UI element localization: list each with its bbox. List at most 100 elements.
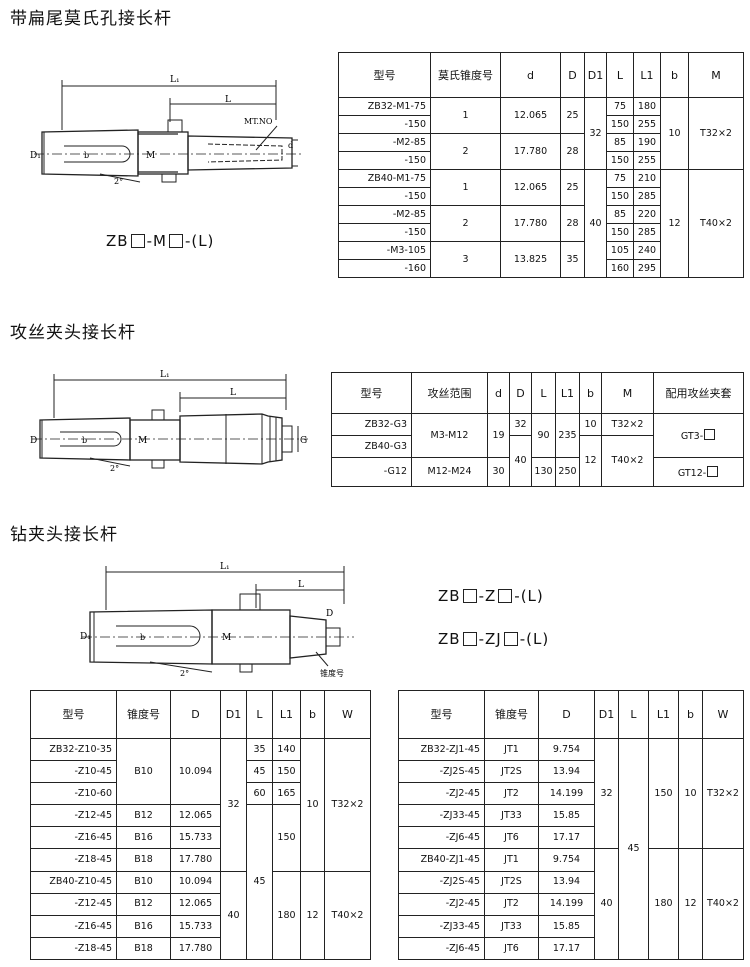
dim-D1: D₁ [30,151,41,161]
cell-model: -ZJ6-45 [398,826,485,850]
table-row: ZB32-G3 M3-M12 19 32 90 235 10 T32×2 GT3… [331,412,744,459]
cell-model: -M2-85 [338,133,431,152]
cell-b: 12 [579,435,602,487]
cell-D: 10.094 [170,737,221,806]
cell-taper: JT6 [484,826,539,850]
col-header: D [170,690,221,739]
cell-model: ZB32-M1-75 [338,97,431,116]
col-header: L [531,372,556,414]
cell-L1: 180 [648,848,679,960]
cell-W: T40×2 [702,848,744,960]
dim-M: M [146,151,155,161]
cell-M: T40×2 [601,435,654,487]
cell-taper: 1 [430,97,501,134]
dim-b: b [84,151,89,160]
col-header: L1 [633,52,661,98]
cell-D: 14.199 [538,892,595,916]
cell-D1: 32 [594,737,619,850]
section-title-morse: 带扁尾莫氏孔接长杆 [10,9,172,29]
cell-L1: 235 [555,412,580,459]
col-header: D [560,52,585,98]
col-header: M [688,52,744,98]
cell-D1: 32 [584,97,607,170]
cell-M: T40×2 [688,169,744,278]
dim-D1: D₁ [80,632,91,642]
col-header: D [509,372,532,414]
label-taper-no: 锥度号 [320,668,344,678]
col-header: b [678,690,703,739]
cell-taper: JT1 [484,848,539,872]
cell-range: M12-M24 [411,457,488,487]
cell-model: -Z18-45 [30,848,117,872]
dim-angle: 2° [110,464,119,473]
cell-model: -150 [338,223,431,242]
cell-D: 15.733 [170,914,221,938]
table-row: ZB40-G3 40 12 T40×2 [331,435,744,487]
cell-model: ZB32-ZJ1-45 [398,737,485,762]
cell-b: 10 [660,97,689,170]
cell-L: 150 [606,151,634,170]
col-header: 型号 [398,690,485,739]
table-row: ZB40-M1-75 1 12.065 25 40 75 210 12 T40×… [338,169,744,278]
table-row: -Z18-45 B18 17.780 [30,848,371,872]
col-header: L1 [648,690,679,739]
col-header: D [538,690,595,739]
code-zb-zj: ZB-ZJ-(L) [438,630,550,648]
label-mt-no: MT.NO [244,117,273,126]
dim-L: L [225,95,231,105]
dim-D: D [326,609,333,619]
cell-d: 30 [487,457,510,487]
cell-L: 45 [246,804,273,960]
cell-taper: B16 [116,914,171,938]
cell-model: -ZJ33-45 [398,914,485,938]
cell-model: -M2-85 [338,205,431,224]
col-header: 配用攻丝夹套 [653,372,744,414]
cell-M: T32×2 [688,97,744,170]
col-header: 锥度号 [116,690,171,739]
cell-L1: 190 [633,133,661,152]
cell-L: 45 [246,760,273,784]
cell-model: -Z12-45 [30,804,117,828]
dim-L1: L₁ [220,562,230,572]
cell-D: 35 [560,241,585,278]
col-header: b [660,52,689,98]
section-title-tapping: 攻丝夹头接长杆 [10,323,136,343]
cell-b: 12 [300,870,325,961]
cell-W: T32×2 [324,738,371,872]
table-row: ZB32-M1-75 1 12.065 25 32 75 180 10 T32×… [338,97,744,170]
cell-D: 9.754 [538,737,595,762]
cell-d: 12.065 [500,169,561,206]
cell-taper: JT2 [484,892,539,916]
cell-taper: JT33 [484,804,539,828]
table-row: ZB40-ZJ1-45 JT1 9.754 40 180 12 T40×2 [398,848,744,960]
cell-taper: JT2S [484,870,539,894]
cell-L: 130 [531,457,556,487]
cell-model: -ZJ6-45 [398,936,485,961]
cell-L1: 180 [272,870,301,961]
cell-model: ZB32-G3 [331,412,412,437]
table-row: ZB32-Z10-35 B10 10.094 32 35 140 10 T32×… [30,737,371,872]
cell-model: -150 [338,151,431,170]
cell-taper: JT33 [484,914,539,938]
dim-angle: 2° [180,669,189,678]
cell-collet: GT3- [653,412,744,459]
cell-L1: 255 [633,115,661,134]
cell-D: 28 [560,133,585,170]
cell-L1: 220 [633,205,661,224]
cell-L: 75 [606,97,634,116]
table-row: -Z12-45 B12 12.065 [30,892,371,916]
cell-taper: JT2 [484,782,539,806]
table-row: -Z10-60 60 165 [30,782,371,806]
cell-D: 14.199 [538,782,595,806]
col-header: b [579,372,602,414]
col-header: L [246,690,273,739]
cell-D: 28 [560,205,585,242]
cell-b: 10 [579,412,602,437]
cell-L: 45 [618,738,649,960]
cell-D: 12.065 [170,804,221,828]
cell-taper: B18 [116,848,171,872]
col-header: L1 [272,690,301,739]
